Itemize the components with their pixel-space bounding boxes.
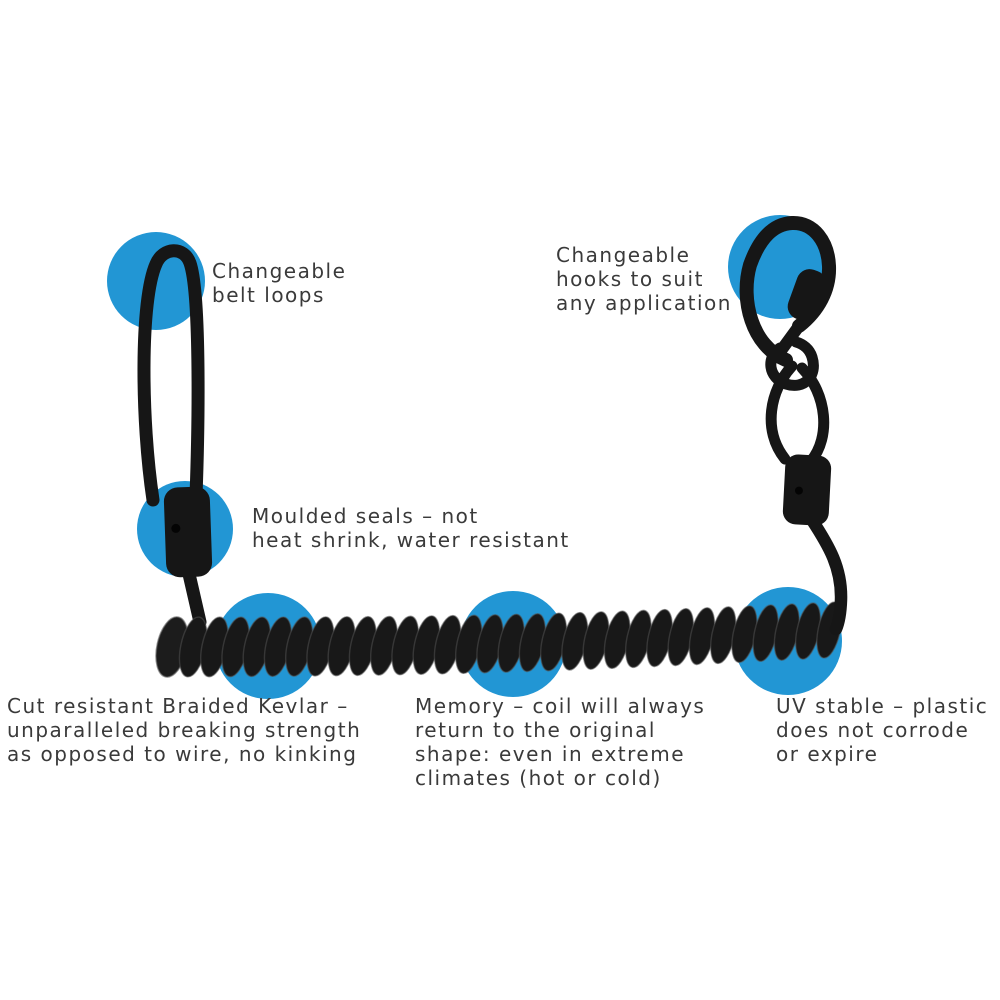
callout-kevlar: Cut resistant Braided Kevlar – unparalle… — [7, 694, 361, 766]
callout-line: Cut resistant Braided Kevlar – — [7, 694, 349, 718]
moulded-seal-left — [163, 486, 213, 578]
callout-line: Changeable — [212, 259, 347, 283]
cord-left — [182, 567, 207, 629]
moulded-seal-right — [782, 454, 832, 526]
coil — [155, 601, 843, 678]
callout-hooks: Changeable hooks to suit any application — [556, 243, 732, 315]
callout-line: Moulded seals – not — [252, 504, 479, 528]
callout-memory: Memory – coil will always return to the … — [415, 694, 705, 790]
callout-line: UV stable – plastic — [776, 694, 989, 718]
lanyard — [137, 216, 848, 678]
hook-barrel — [787, 269, 827, 321]
callout-line: does not corrode — [776, 718, 970, 742]
callout-line: as opposed to wire, no kinking — [7, 742, 358, 766]
callout-line: or expire — [776, 742, 879, 766]
callout-seals: Moulded seals – not heat shrink, water r… — [252, 504, 570, 552]
callout-line: belt loops — [212, 283, 325, 307]
callout-line: Memory – coil will always — [415, 694, 706, 718]
callout-line: return to the original — [415, 718, 656, 742]
callout-line: heat shrink, water resistant — [252, 528, 570, 552]
callout-line: unparalleled breaking strength — [7, 718, 362, 742]
callout-uv: UV stable – plastic does not corrode or … — [776, 694, 988, 766]
callout-line: any application — [556, 291, 732, 315]
cord-right — [805, 513, 848, 636]
callout-line: Changeable — [556, 243, 691, 267]
callout-line: shape: even in extreme — [415, 742, 686, 766]
callout-belt-loops: Changeable belt loops — [212, 259, 346, 307]
snap-hook — [739, 216, 837, 391]
callout-line: hooks to suit — [556, 267, 704, 291]
belt-loop — [137, 244, 205, 507]
callout-line: climates (hot or cold) — [415, 766, 662, 790]
